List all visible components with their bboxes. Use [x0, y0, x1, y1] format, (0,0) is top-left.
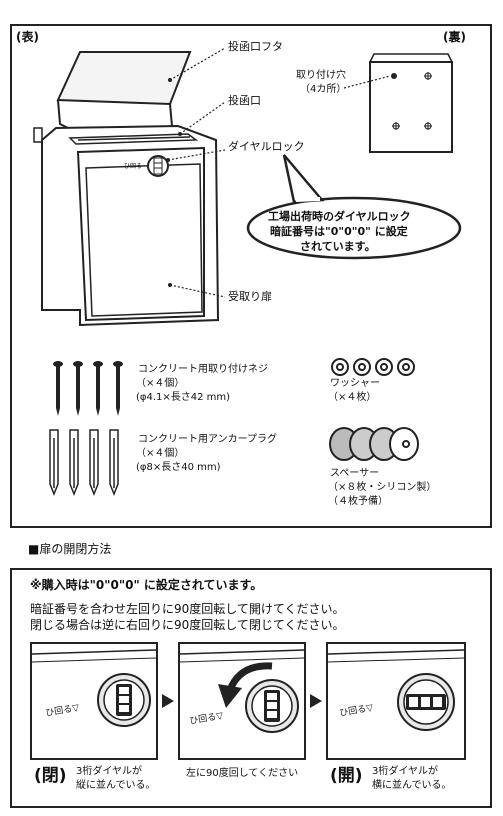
spacers-name: スペーサー: [330, 468, 380, 479]
dial-rotate-illustration: ひ回る▽: [180, 649, 304, 733]
instruction-line-3: 閉じる場合は逆に右回りに90度回転して閉じてください。: [30, 618, 345, 632]
back-label: (裏): [443, 30, 466, 44]
spacers-note: （４枚予備）: [328, 496, 388, 507]
speech-bubble: [246, 154, 462, 260]
step-panel-open: ひ回る▽: [326, 642, 466, 760]
callout-dial-lock: ダイヤルロック: [228, 140, 305, 153]
anchor-plugs-icon: [49, 429, 119, 497]
callout-lid: 投函口フタ: [228, 40, 283, 53]
dial-horizontal-illustration: ひ回る▽: [328, 649, 464, 731]
arrow-icon: [162, 694, 174, 708]
anchors-name: コンクリート用アンカープラグ: [138, 434, 277, 445]
callout-mounting-holes-count: （4カ所）: [300, 84, 347, 95]
svg-text:ひ回る▽: ひ回る▽: [339, 702, 374, 719]
counterclockwise-arrow-icon: [226, 662, 273, 692]
step-3-caption-1: 3桁ダイヤルが: [372, 766, 439, 777]
dial-vertical-illustration: ひ回る▽: [32, 649, 156, 727]
step-1-caption-1: 3桁ダイヤルが: [76, 766, 143, 777]
step-3-caption-2: 横に並んでいる。: [372, 780, 452, 791]
arrow-icon: [310, 694, 322, 708]
section-title: ■扉の開閉方法: [28, 542, 112, 556]
screws-name: コンクリート用取り付けネジ: [138, 364, 268, 375]
spacers-qty: （×８枚・シリコン製）: [328, 482, 437, 493]
screws-icon: [53, 361, 123, 416]
front-label: (表): [16, 30, 39, 44]
bubble-line-2: 暗証番号は"0"0"0" に設定: [270, 225, 408, 238]
mailbox-front-illustration: ひ回る: [33, 47, 226, 327]
mailbox-back-illustration: [343, 53, 453, 153]
step-panel-rotate: ひ回る▽: [178, 642, 306, 760]
instruction-line-2: 暗証番号を合わせ左回りに90度回転して開けてください。: [30, 602, 345, 616]
spacers-icon: [329, 427, 419, 461]
instruction-line-1: ※購入時は"0"0"0" に設定されています。: [30, 578, 263, 592]
step-3-tag: (開): [330, 766, 363, 786]
svg-text:ひ回る: ひ回る: [124, 163, 142, 170]
instructions-frame: [10, 568, 492, 808]
svg-text:ひ回る▽: ひ回る▽: [189, 710, 224, 727]
screws-spec: (φ4.1×長さ42 mm): [136, 392, 231, 403]
washers-name: ワッシャー: [330, 378, 380, 389]
anchors-qty: （×４個）: [136, 448, 185, 459]
step-2-caption: 左に90度回してください: [186, 768, 299, 779]
washers-icon: [331, 358, 415, 376]
panel-text: ひ回る▽: [45, 702, 80, 719]
step-panel-closed: ひ回る▽: [30, 642, 158, 760]
bubble-line-3: されています。: [300, 240, 376, 253]
anchors-spec: (φ8×長さ40 mm): [136, 462, 221, 473]
bubble-line-1: 工場出荷時のダイヤルロック: [268, 210, 411, 223]
washers-qty: （×４枚）: [328, 392, 377, 403]
product-diagram-frame: [10, 24, 492, 528]
callout-door: 受取り扉: [228, 290, 272, 303]
step-1-tag: (閉): [34, 766, 67, 786]
callout-slot: 投函口: [228, 94, 261, 107]
step-1-caption-2: 縦に並んでいる。: [76, 780, 156, 791]
callout-mounting-holes: 取り付け穴: [296, 70, 346, 81]
screws-qty: （×４個）: [136, 378, 185, 389]
